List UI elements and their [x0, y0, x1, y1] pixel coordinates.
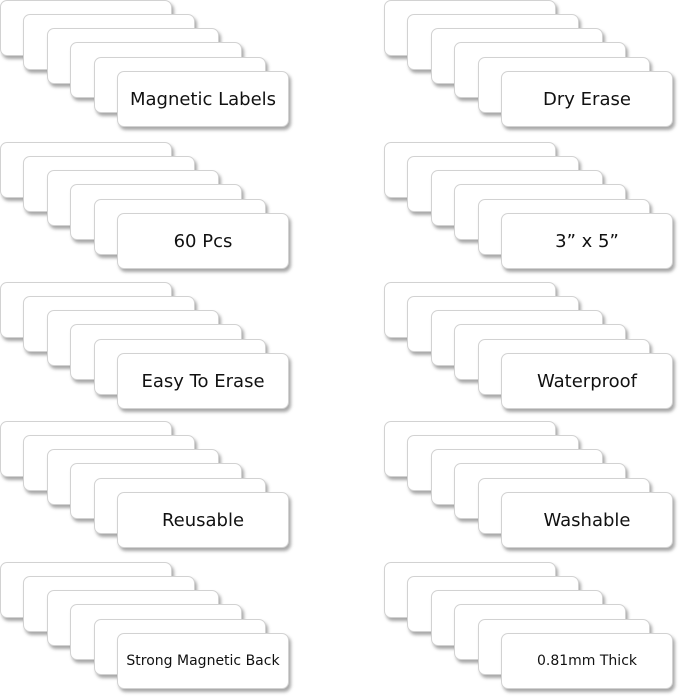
label-stack-60-pcs: 60 Pcs: [0, 142, 300, 277]
front-label-card: 3” x 5”: [501, 213, 673, 269]
label-stack-waterproof: Waterproof: [384, 282, 679, 417]
label-stack-strong-magnetic-back: Strong Magnetic Back: [0, 562, 300, 697]
front-label-card: 0.81mm Thick: [501, 633, 673, 689]
front-label-card: 60 Pcs: [117, 213, 289, 269]
front-label-card: Dry Erase: [501, 71, 673, 127]
label-stack-dry-erase: Dry Erase: [384, 0, 679, 135]
label-stack-easy-to-erase: Easy To Erase: [0, 282, 300, 417]
front-label-card: Strong Magnetic Back: [117, 633, 289, 689]
label-stack-thickness: 0.81mm Thick: [384, 562, 679, 697]
label-stack-washable: Washable: [384, 421, 679, 556]
label-stack-size: 3” x 5”: [384, 142, 679, 277]
front-label-card: Reusable: [117, 492, 289, 548]
front-label-card: Waterproof: [501, 353, 673, 409]
label-stack-reusable: Reusable: [0, 421, 300, 556]
label-stack-magnetic-labels: Magnetic Labels: [0, 0, 300, 135]
front-label-card: Washable: [501, 492, 673, 548]
front-label-card: Magnetic Labels: [117, 71, 289, 127]
front-label-card: Easy To Erase: [117, 353, 289, 409]
